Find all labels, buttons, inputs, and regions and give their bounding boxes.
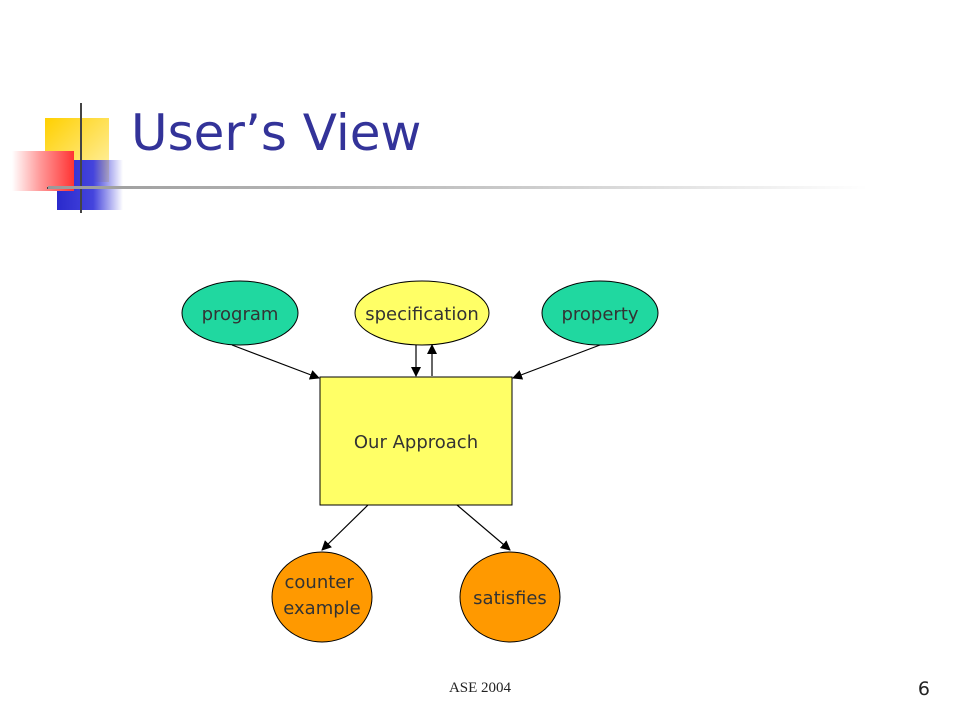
node-specification-shape (354, 280, 490, 346)
node-program-label: program (202, 304, 279, 325)
edge-approach-to-counter-example (321, 504, 369, 551)
node-specification-label: specification (365, 304, 479, 325)
node-specification: specification (354, 280, 490, 346)
title-underline (48, 186, 868, 189)
node-our-approach-label: Our Approach (354, 432, 478, 453)
node-counter-example-shape (271, 551, 373, 643)
node-property-label: property (561, 304, 638, 325)
node-property: property (541, 280, 659, 346)
slide-title: User’s View (131, 104, 422, 162)
decor-red-bar (12, 151, 74, 191)
node-satisfies-label: satisfies (473, 588, 547, 609)
node-our-approach-shape (319, 376, 513, 506)
node-program: program (181, 280, 299, 346)
node-program-shape (181, 280, 299, 346)
slide-footer: ASE 2004 (448, 680, 512, 696)
edge-approach-to-satisfies (456, 504, 511, 551)
counter-example-line-1: counter (285, 572, 355, 593)
node-property-shape (541, 280, 659, 346)
node-counter-example-label: counter example (283, 572, 360, 619)
node-satisfies-shape (459, 551, 561, 643)
page-number: 6 (917, 678, 930, 700)
node-satisfies: satisfies (459, 551, 561, 643)
decor-vertical-line (80, 103, 82, 213)
node-our-approach: Our Approach (319, 376, 513, 506)
edge-property-to-approach (512, 344, 601, 380)
counter-example-line-2: example (283, 598, 360, 619)
node-counter-example: counter example (271, 551, 373, 643)
edge-program-to-approach (231, 344, 320, 380)
